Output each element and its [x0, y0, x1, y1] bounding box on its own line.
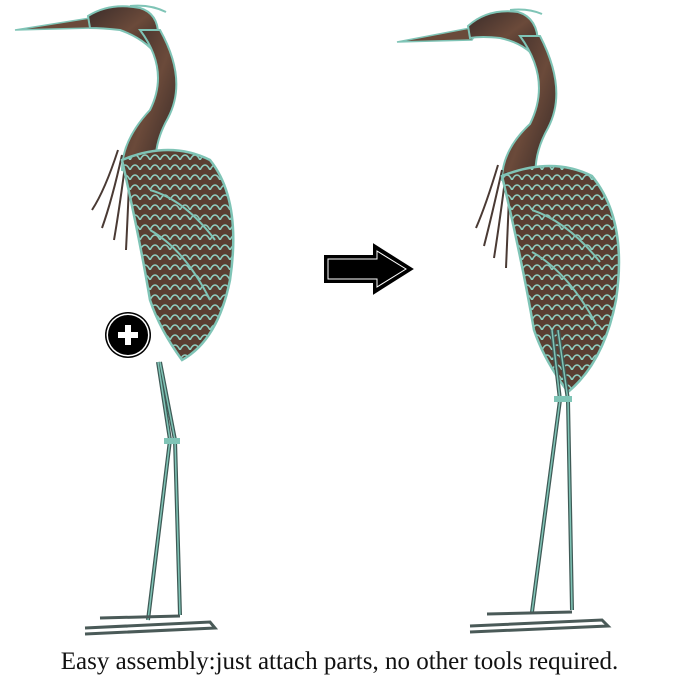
product-illustration — [10, 0, 632, 640]
arrow-right-icon — [322, 242, 416, 296]
heron-disassembled — [10, 0, 240, 640]
plus-icon — [108, 315, 148, 355]
caption: Easy assembly:just attach parts, no othe… — [60, 648, 619, 675]
heron-assembled — [392, 0, 632, 640]
